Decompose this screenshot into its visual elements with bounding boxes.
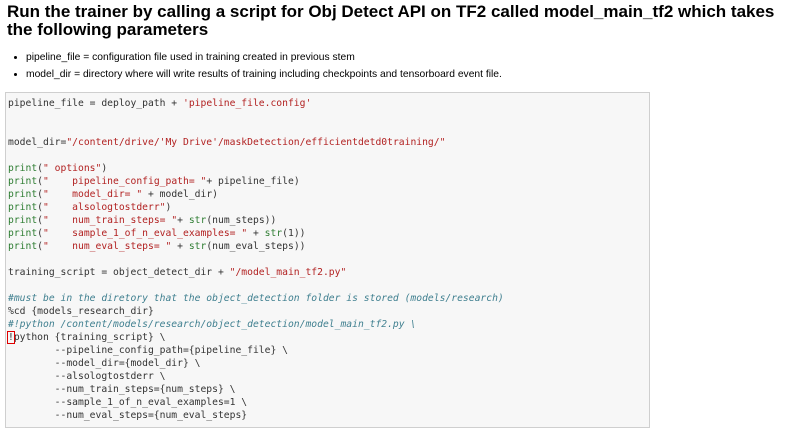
code-line: --model_dir={model_dir} \ [8, 357, 504, 370]
code-token: #must be in the diretory that the object… [8, 293, 504, 304]
code-token: pipeline_file = deploy_path + [8, 98, 183, 109]
code-line: print(" num_train_steps= "+ str(num_step… [8, 214, 504, 227]
code-token: " model_dir= " [43, 189, 143, 200]
code-token: " sample_1_of_n_eval_examples= " [43, 228, 248, 239]
code-token: (1)) [282, 228, 306, 239]
code-token: print [8, 228, 38, 239]
code-token: ) [165, 202, 172, 213]
code-token: " pipeline_config_path= " [43, 176, 207, 187]
code-line: model_dir="/content/drive/'My Drive'/mas… [8, 136, 504, 149]
code-token: str [188, 241, 207, 252]
code-token: ( [37, 202, 44, 213]
code-token: + [177, 215, 189, 226]
code-token: ) [101, 163, 108, 174]
code-line: --num_train_steps={num_steps} \ [8, 383, 504, 396]
code-line: --pipeline_config_path={pipeline_file} \ [8, 344, 504, 357]
code-token: ( [37, 176, 44, 187]
code-line: print(" alsologtostderr") [8, 201, 504, 214]
code-token: str [188, 215, 207, 226]
bullet-model-dir: model_dir = directory where will write r… [26, 66, 502, 83]
code-token: str [264, 228, 283, 239]
code-token: ( [37, 228, 44, 239]
code-token: --model_dir={model_dir} \ [8, 358, 201, 369]
code-token: + model_dir) [142, 189, 218, 200]
code-line: print(" pipeline_config_path= "+ pipelin… [8, 175, 504, 188]
code-token: ( [37, 215, 44, 226]
code-editor[interactable]: pipeline_file = deploy_path + 'pipeline_… [7, 97, 504, 422]
code-token: print [8, 189, 38, 200]
code-line: --sample_1_of_n_eval_examples=1 \ [8, 396, 504, 409]
text-cursor: ! [7, 331, 15, 344]
code-cell[interactable]: pipeline_file = deploy_path + 'pipeline_… [5, 92, 650, 428]
code-token: ( [37, 163, 44, 174]
code-line: training_script = object_detect_dir + "/… [8, 266, 504, 279]
code-line: --alsologtostderr \ [8, 370, 504, 383]
code-token: python {training_script} \ [13, 332, 166, 343]
code-line: %cd {models_research_dir} [8, 305, 504, 318]
code-token: #!python /content/models/research/object… [8, 319, 417, 330]
code-token: --num_eval_steps={num_eval_steps} [8, 410, 248, 421]
code-line: #must be in the diretory that the object… [8, 292, 504, 305]
code-line: pipeline_file = deploy_path + 'pipeline_… [8, 97, 504, 110]
code-token: " options" [43, 163, 102, 174]
code-token: --alsologtostderr \ [8, 371, 166, 382]
code-token: training_script = object_detect_dir + [8, 267, 230, 278]
code-token: " alsologtostderr" [43, 202, 166, 213]
code-line: print(" num_eval_steps= " + str(num_eval… [8, 240, 504, 253]
code-token: " num_train_steps= " [43, 215, 178, 226]
code-token: %cd {models_research_dir} [8, 306, 154, 317]
code-token: + pipeline_file) [206, 176, 300, 187]
code-line [8, 279, 504, 292]
code-token: ( [37, 241, 44, 252]
parameter-list: pipeline_file = configuration file used … [0, 49, 502, 83]
code-token: 'pipeline_file.config' [182, 98, 312, 109]
code-token: ( [37, 189, 44, 200]
code-token: (num_eval_steps)) [206, 241, 306, 252]
code-token: print [8, 176, 38, 187]
code-line [8, 253, 504, 266]
code-token: "/model_main_tf2.py" [229, 267, 347, 278]
code-line: !python {training_script} \ [7, 331, 504, 344]
code-line: print(" sample_1_of_n_eval_examples= " +… [8, 227, 504, 240]
code-token: print [8, 202, 38, 213]
code-token: "/content/drive/'My Drive'/maskDetection… [66, 137, 446, 148]
code-line: #!python /content/models/research/object… [8, 318, 504, 331]
code-line [8, 149, 504, 162]
code-line [8, 110, 504, 123]
code-line: --num_eval_steps={num_eval_steps} [8, 409, 504, 422]
code-line: print(" model_dir= " + model_dir) [8, 188, 504, 201]
code-token: --sample_1_of_n_eval_examples=1 \ [8, 397, 248, 408]
section-heading: Run the trainer by calling a script for … [7, 2, 775, 39]
code-line [8, 123, 504, 136]
code-token: model_dir= [8, 137, 67, 148]
code-token: + [247, 228, 265, 239]
code-token: print [8, 241, 38, 252]
code-token: --pipeline_config_path={pipeline_file} \ [8, 345, 288, 356]
code-token: (num_steps)) [206, 215, 277, 226]
code-line: print(" options") [8, 162, 504, 175]
code-token: " num_eval_steps= " [43, 241, 172, 252]
code-token: print [8, 215, 38, 226]
bullet-pipeline-file: pipeline_file = configuration file used … [26, 49, 502, 66]
code-token: print [8, 163, 38, 174]
code-token: + [171, 241, 189, 252]
code-token: --num_train_steps={num_steps} \ [8, 384, 236, 395]
